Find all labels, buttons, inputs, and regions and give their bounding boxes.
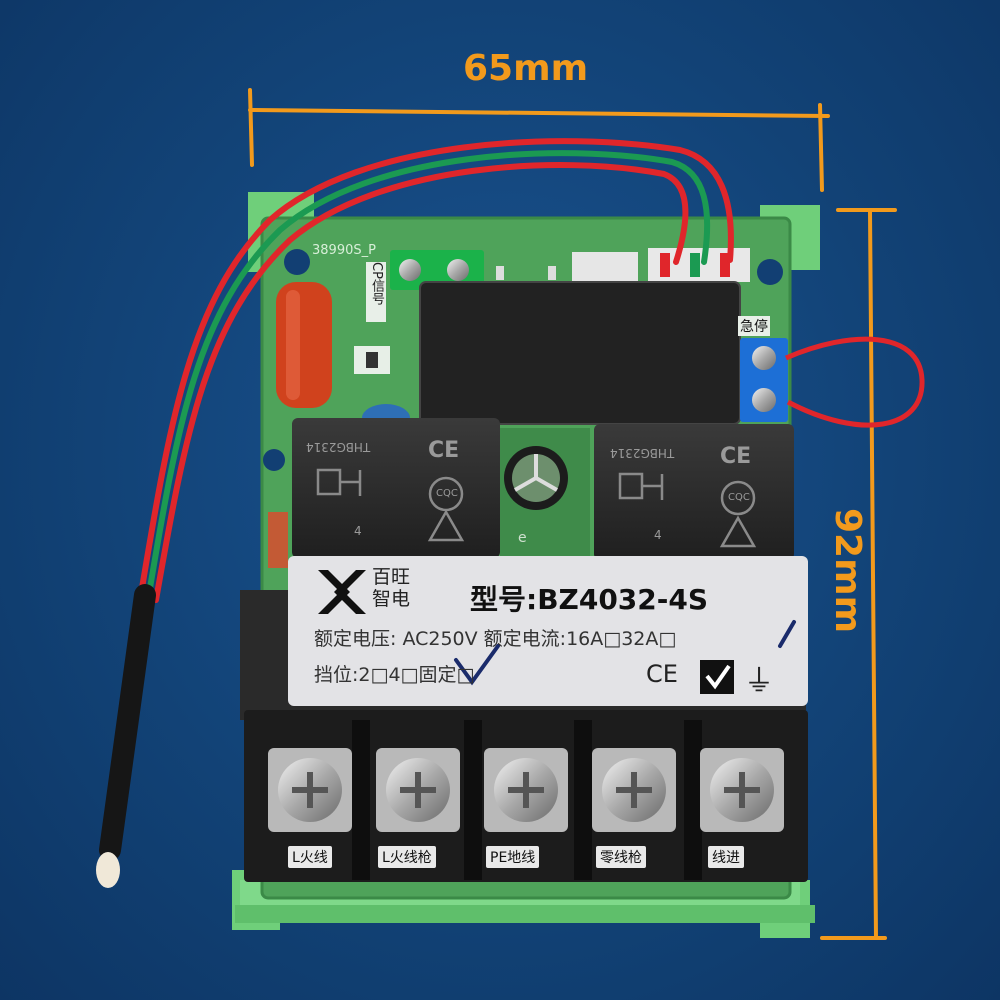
sensor-wire — [137, 138, 734, 603]
wire-connector — [572, 252, 638, 282]
relay-right-ce-mark: CE — [720, 444, 752, 469]
relay-left-model: THBG2314 — [306, 440, 371, 454]
nameplate-ce-mark: CE — [646, 660, 678, 688]
terminal-label-3: PE地线 — [486, 846, 540, 868]
height-dimension-line — [820, 208, 897, 940]
terminal-label-2: L火线枪 — [378, 846, 436, 868]
relay-right-model: THBG2314 — [610, 446, 675, 460]
estop-label: 急停 — [738, 316, 770, 336]
nameplate-sticker — [288, 556, 808, 706]
terminal-screw-4 — [592, 748, 676, 832]
temperature-probe — [99, 584, 156, 861]
relay-left — [292, 418, 500, 558]
terminal-screw-2 — [376, 748, 460, 832]
relay-right-cert: CQC — [728, 492, 750, 503]
terminal-screw-1 — [268, 748, 352, 832]
brand-name-line2: 智电 — [372, 588, 411, 610]
brand-name-line1: 百旺 — [372, 566, 411, 588]
position-line: 挡位:2□4□固定□ — [314, 664, 475, 686]
relay-right-pin: 4 — [654, 528, 662, 542]
cp-signal-label: CP信号 — [369, 262, 384, 305]
relay-left-ce-mark: CE — [428, 438, 460, 463]
terminal-label-4: 零线枪 — [596, 846, 646, 868]
brand-logo-icon — [318, 570, 366, 614]
relay-left-cert: CQC — [436, 488, 458, 499]
rating-line: 额定电压: AC250V 额定电流:16A□32A□ — [314, 628, 677, 650]
control-module — [420, 282, 740, 424]
terminal-label-1: L火线 — [288, 846, 332, 868]
terminal-screw-5 — [700, 748, 784, 832]
relay-left-pin: 4 — [354, 524, 362, 538]
ground-icon: ⏚ — [744, 664, 774, 699]
model-number: 型号:BZ4032-4S — [470, 583, 709, 616]
terminal-label-5: 线进 — [708, 846, 744, 868]
relay-right — [594, 424, 794, 560]
pcb-code-label: 38990S_P — [312, 243, 376, 258]
width-dimension-label: 65mm — [463, 48, 589, 89]
led-tip — [96, 852, 120, 888]
width-dimension-line — [248, 88, 830, 192]
estop-loop-wire — [784, 336, 925, 428]
capacitor-label: e — [518, 530, 527, 546]
film-capacitor — [276, 282, 332, 408]
checked-box-icon — [700, 660, 734, 694]
terminal-screw-3 — [484, 748, 568, 832]
estop-terminal — [740, 338, 788, 422]
